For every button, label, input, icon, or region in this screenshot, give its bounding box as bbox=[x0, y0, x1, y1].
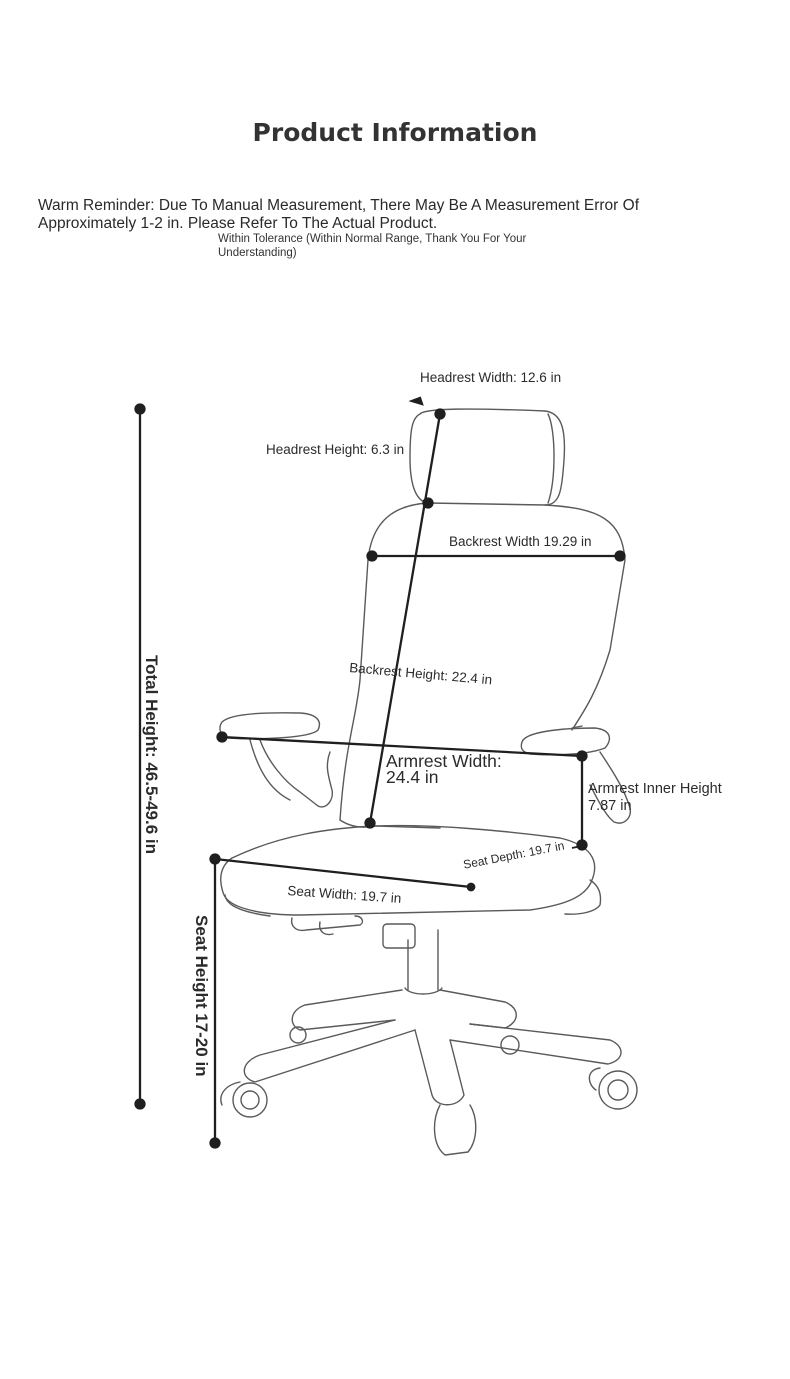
backrest-bottom-dot bbox=[364, 817, 376, 829]
total-height-top-dot bbox=[134, 403, 146, 415]
seat-width-line bbox=[214, 857, 472, 889]
tolerance-note: Within Tolerance (Within Normal Range, T… bbox=[218, 233, 527, 259]
backrest-width-label: Backrest Width 19.29 in bbox=[449, 534, 592, 549]
seat-depth-tick bbox=[571, 844, 587, 849]
armrest-inner-height-line2: 7.87 in bbox=[588, 798, 632, 814]
total-height-label: Total Height: 46.5-49.6 in bbox=[142, 655, 161, 855]
backrest-height-line bbox=[368, 413, 442, 824]
seat-height-bottom-dot bbox=[209, 1137, 221, 1149]
armrest-width-label-line2: 24.4 in bbox=[386, 767, 439, 787]
warm-reminder-text: Warm Reminder: Due To Manual Measurement… bbox=[38, 197, 640, 232]
armrest-width-label-line1: Armrest Width: bbox=[386, 751, 502, 771]
dimension-lines bbox=[134, 396, 626, 1149]
backrest-width-left-dot bbox=[366, 550, 378, 562]
armrest-width-label: Armrest Width: 24.4 in bbox=[386, 751, 502, 787]
headrest-height-label: Headrest Height: 6.3 in bbox=[266, 442, 405, 457]
chair-outline bbox=[219, 408, 638, 1156]
page-title: Product Information bbox=[252, 118, 538, 147]
headrest-width-marker bbox=[408, 396, 424, 406]
headrest-bottom-dot bbox=[422, 497, 434, 509]
backrest-width-right-dot bbox=[614, 550, 626, 562]
headrest-width-label: Headrest Width: 12.6 in bbox=[420, 370, 562, 385]
seat-width-right-dot bbox=[466, 882, 476, 892]
armrest-inner-height-label: Armrest Inner Height 7.87 in bbox=[588, 781, 722, 815]
seat-height-label: Seat Height 17-20 in bbox=[192, 915, 211, 1077]
armrest-inner-height-line1: Armrest Inner Height bbox=[588, 781, 722, 797]
headrest-top-dot bbox=[434, 408, 446, 420]
armrest-width-line bbox=[221, 735, 583, 758]
armrest-width-left-dot bbox=[216, 731, 228, 743]
total-height-bottom-dot bbox=[134, 1098, 146, 1110]
